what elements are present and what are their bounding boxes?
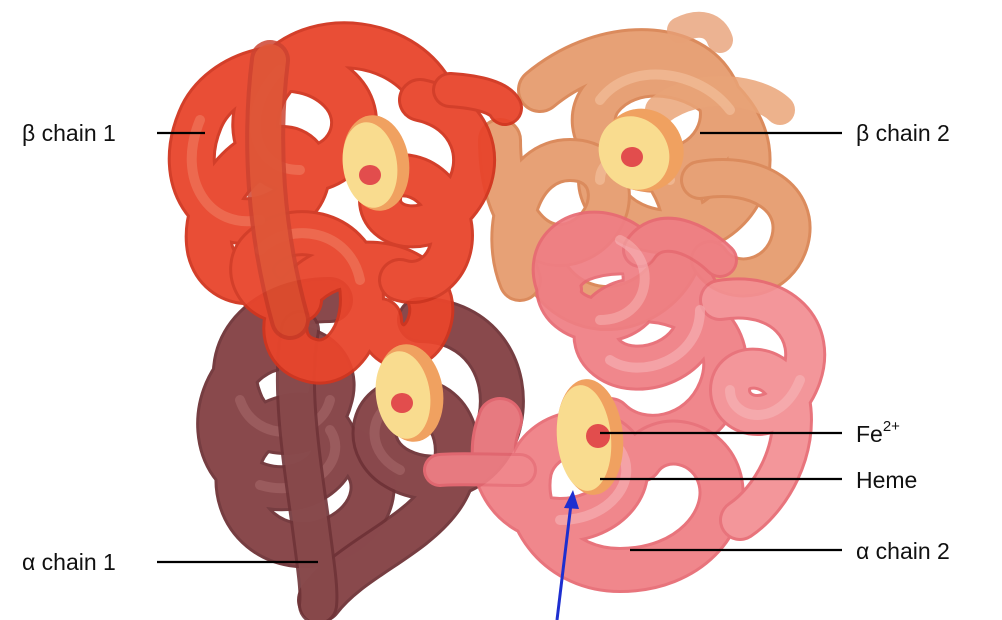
label-alpha-chain-1: α chain 1 bbox=[22, 549, 116, 575]
label-fe-base: Fe bbox=[856, 421, 883, 447]
label-fe: Fe2+ bbox=[856, 418, 900, 447]
label-alpha-chain-2: α chain 2 bbox=[856, 538, 950, 564]
label-fe-superscript: 2+ bbox=[883, 418, 900, 435]
label-beta-chain-2: β chain 2 bbox=[856, 120, 950, 146]
label-beta-chain-1: β chain 1 bbox=[22, 120, 116, 146]
alpha-chain-2 bbox=[440, 234, 805, 570]
label-heme: Heme bbox=[856, 467, 917, 493]
